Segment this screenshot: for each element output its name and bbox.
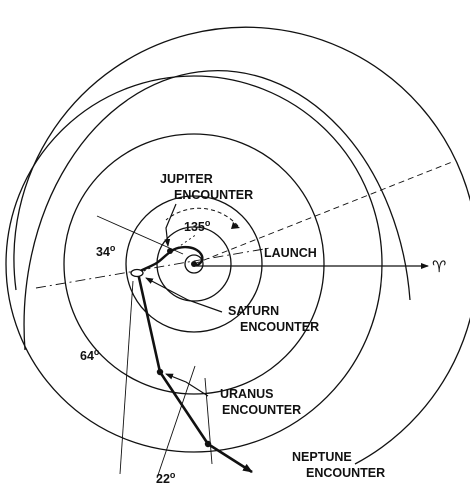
angle-arc-135	[165, 207, 239, 227]
neptune-encounter-label: NEPTUNE ENCOUNTER	[292, 450, 385, 480]
trajectory-outer-segment	[136, 272, 253, 474]
saturn-encounter-marker	[130, 268, 144, 278]
uranus-encounter-label: URANUS ENCOUNTER	[220, 387, 301, 417]
neptune-encounter-dot	[204, 440, 212, 448]
angle-arc-135-arrow	[231, 222, 240, 229]
launch-direction-line	[193, 161, 453, 265]
trajectory-launch-segment	[139, 245, 204, 273]
uranus-encounter-dot	[156, 368, 164, 376]
orbit-pluto	[13, 26, 470, 465]
trajectory	[136, 245, 253, 474]
saturn-leader	[145, 277, 223, 313]
orbit-uranus	[63, 133, 325, 395]
orbits	[5, 26, 470, 465]
orbit-outer-arc	[23, 70, 411, 351]
uranus-sector-line	[156, 365, 196, 479]
angle-label-64: 64o	[80, 347, 100, 363]
orbit-saturn	[125, 195, 263, 333]
jupiter-encounter-dot	[167, 248, 173, 254]
launch-label: LAUNCH	[264, 246, 317, 260]
leader-arrows	[145, 203, 223, 397]
orbit-earth	[184, 254, 204, 274]
angle-label-135: 135o	[184, 218, 211, 234]
saturn-encounter-label: SATURN ENCOUNTER	[228, 304, 319, 334]
jupiter-encounter-label: JUPITER ENCOUNTER	[160, 172, 253, 202]
angle-label-34: 34o	[96, 243, 116, 259]
angle-label-22: 22o	[156, 470, 176, 486]
saturn-sector-line-1	[119, 280, 134, 475]
orbit-neptune	[5, 75, 383, 453]
jupiter-leader	[164, 203, 177, 247]
neptune-sector-line	[204, 377, 213, 465]
jupiter-sector-line	[96, 215, 184, 255]
uranus-leader	[165, 373, 209, 397]
vernal-equinox-symbol: ♈	[432, 259, 446, 276]
